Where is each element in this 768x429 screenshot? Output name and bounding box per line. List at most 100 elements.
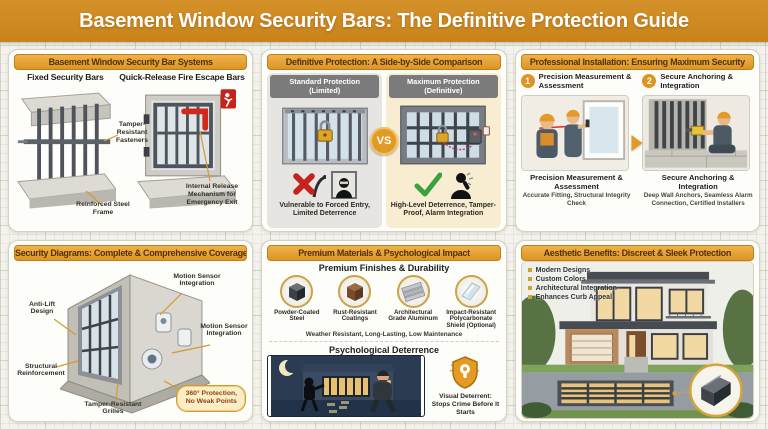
bullet-item: Custom Colors	[527, 275, 617, 283]
step-2-heading: Secure Anchoring & Integration	[660, 72, 734, 90]
panel-installation: Professional Installation: Ensuring Maxi…	[514, 49, 760, 232]
label-motion-sensor-2: Motion Sensor Integration	[200, 322, 248, 338]
deterred-burglar-icon	[450, 171, 473, 199]
panel-aesthetics: Aesthetic Benefits: Discreet & Sleek Pro…	[514, 239, 760, 422]
label-anti-lift-design: Anti-Lift Design	[28, 300, 56, 316]
panel-comparison-title: Definitive Protection: A Side-by-Side Co…	[267, 54, 501, 70]
rust-cube-icon	[338, 274, 372, 308]
bullet-text: Enhances Curb Appeal	[535, 293, 613, 301]
material-powder-coated-steel: Powder-Coated Steel	[269, 274, 324, 331]
diagram-body: Anti-Lift Design Motion Sensor Integrati…	[14, 261, 247, 419]
panel-bar-systems: Basement Window Security Bar Systems Fix…	[8, 49, 254, 232]
panel-security-diagrams: Security Diagrams: Complete & Comprehens…	[8, 239, 254, 422]
panel-bar-systems-title: Basement Window Security Bar Systems	[14, 54, 248, 70]
label-internal-release: Internal Release Mechanism for Emergency…	[185, 183, 239, 206]
bullet-marker	[527, 295, 532, 299]
material-caption: Architectural Grade Aluminum	[388, 308, 438, 323]
label-tamper-resistant-fasteners: Tamper-Resistant Fasteners	[115, 121, 149, 144]
maximum-icons	[414, 168, 473, 202]
panel-materials-title: Premium Materials & Psychological Impact	[267, 244, 501, 261]
step-2-header: 2 Secure Anchoring & Integration	[642, 72, 754, 95]
panel-security-diagrams-title: Security Diagrams: Complete & Comprehens…	[14, 244, 248, 261]
step-2-subcaption: Deep Wall Anchors, Seamless Alarm Connec…	[643, 192, 753, 207]
bar-systems-headings: Fixed Security Bars Quick-Release Fire E…	[14, 72, 247, 82]
step-2-caption: Secure Anchoring & Integration	[661, 173, 735, 191]
modern-house-illustration	[521, 261, 753, 418]
green-check-icon	[414, 172, 442, 196]
comparison-body: Standard Protection (Limited)	[267, 73, 501, 228]
window-well-diagram	[60, 273, 210, 414]
step-1-caption: Precision Measurement & Assessment	[530, 173, 623, 191]
installation-step-1: 1 Precision Measurement & Assessment	[520, 72, 633, 208]
standard-icons	[292, 168, 358, 202]
bullet-marker	[527, 277, 532, 281]
material-rust-resistant: Rust-Resistant Coatings	[327, 274, 382, 331]
maximum-caption: High-Level Deterrence, Tamper-Proof, Ala…	[390, 201, 496, 217]
label-motion-sensor-1: Motion Sensor Integration	[173, 272, 221, 288]
page-title: Basement Window Security Bars: The Defin…	[79, 9, 689, 32]
bullet-item: Enhances Curb Appeal	[527, 293, 617, 301]
materials-divider	[269, 341, 499, 343]
aesthetics-body: Modern Designs Custom Colors Architectur…	[520, 260, 754, 419]
psych-row: Visual Deterrent: Stops Crime Before It …	[267, 355, 500, 418]
quick-release-heading: Quick-Release Fire Escape Bars	[119, 72, 245, 82]
panels-grid: Basement Window Security Bar Systems Fix…	[0, 42, 768, 429]
step-1-number-badge: 1	[520, 74, 535, 88]
vs-badge: VS	[369, 127, 398, 156]
material-caption: Rust-Resistant Coatings	[333, 308, 377, 323]
night-deterrence-illustration	[267, 355, 426, 418]
deterrent-column: Visual Deterrent: Stops Crime Before It …	[430, 355, 500, 417]
bar-systems-illustrations: Tamper-Resistant Fasteners Reinforced St…	[14, 83, 247, 229]
red-x-crowbar-icon	[293, 172, 327, 197]
step-1-header: 1 Precision Measurement & Assessment	[520, 72, 633, 95]
aesthetics-bullet-list: Modern Designs Custom Colors Architectur…	[527, 266, 617, 303]
panel-comparison: Definitive Protection: A Side-by-Side Co…	[261, 49, 507, 232]
materials-row: Powder-Coated Steel Rust-Resistant Coati…	[267, 273, 500, 331]
label-tamper-resistant-grilles: Tamper-Resistant Grilles	[84, 400, 142, 416]
material-aluminum: Architectural Grade Aluminum	[386, 274, 441, 331]
bullet-text: Modern Designs	[535, 266, 591, 274]
bullet-item: Architectural Integration	[527, 284, 617, 292]
bullet-marker	[527, 268, 532, 272]
deterrent-caption: Visual Deterrent: Stops Crime Before It …	[431, 393, 500, 417]
panel-installation-title: Professional Installation: Ensuring Maxi…	[520, 54, 754, 70]
installation-step-2: 2 Secure Anchoring & Integration	[642, 72, 754, 208]
quick-release-illustration	[137, 89, 236, 209]
badge-360-protection: 360° Protection, No Weak Points	[176, 385, 247, 412]
burglar-window-icon	[331, 170, 358, 199]
panel-aesthetics-title: Aesthetic Benefits: Discreet & Sleek Pro…	[520, 244, 754, 261]
standard-protection-heading: Standard Protection (Limited)	[270, 75, 379, 98]
standard-window-illustration	[281, 107, 368, 164]
standard-caption: Vulnerable to Forced Entry, Limited Dete…	[279, 201, 370, 217]
finishes-heading: Premium Finishes & Durability	[318, 262, 450, 273]
material-caption: Powder-Coated Steel	[274, 308, 320, 323]
step-1-heading: Precision Measurement & Assessment	[538, 72, 632, 90]
bullet-text: Custom Colors	[535, 275, 586, 283]
weather-note: Weather Resistant, Long-Lasting, Low Mai…	[305, 331, 463, 339]
polycarbonate-sheet-icon	[454, 274, 488, 308]
shield-lock-icon	[450, 356, 480, 390]
comparison-maximum-column: Maximum Protection (Definitive)	[386, 73, 501, 228]
maximum-protection-heading: Maximum Protection (Definitive)	[389, 75, 498, 98]
step-arrow-icon	[631, 134, 643, 151]
comparison-standard-column: Standard Protection (Limited)	[267, 73, 382, 228]
fixed-bars-heading: Fixed Security Bars	[27, 72, 104, 82]
measurement-scene-illustration	[520, 95, 629, 171]
fixed-bars-illustration	[17, 92, 116, 209]
bullet-marker	[527, 286, 532, 290]
label-structural-reinforcement: Structural Reinforcement	[17, 362, 65, 378]
psych-heading: Psychological Deterrence	[328, 345, 440, 356]
material-caption: Impact-Resistant Polycarbonate Shield (O…	[446, 308, 497, 330]
installation-body: 1 Precision Measurement & Assessment	[520, 72, 754, 208]
aluminum-profiles-icon	[396, 274, 430, 308]
step-2-number-badge: 2	[642, 74, 657, 88]
panel-materials: Premium Materials & Psychological Impact…	[261, 239, 507, 422]
anchoring-scene-illustration	[642, 95, 751, 171]
maximum-window-illustration	[400, 105, 491, 164]
material-polycarbonate: Impact-Resistant Polycarbonate Shield (O…	[444, 274, 499, 331]
bullet-item: Modern Designs	[527, 266, 617, 274]
steel-cube-icon	[280, 274, 314, 308]
step-1-subcaption: Accurate Fitting, Structural Integrity C…	[522, 192, 631, 207]
bullet-text: Architectural Integration	[535, 284, 617, 292]
page-header: Basement Window Security Bars: The Defin…	[0, 0, 768, 42]
